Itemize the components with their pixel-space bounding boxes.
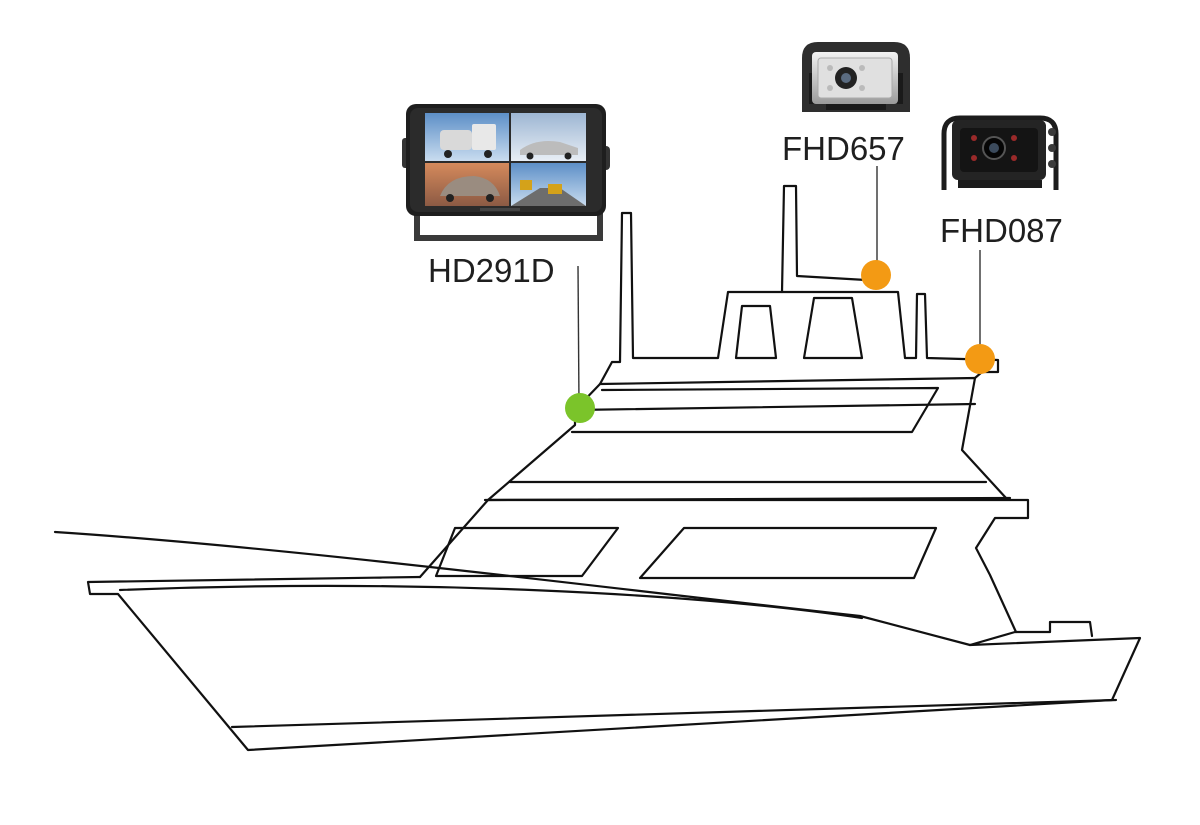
quad-view-monitor-icon bbox=[402, 104, 610, 241]
cam1-label: FHD657 bbox=[782, 130, 905, 167]
cam2-marker bbox=[965, 344, 995, 374]
cam2-label: FHD087 bbox=[940, 212, 1063, 249]
monitor-label: HD291D bbox=[428, 252, 555, 289]
cam1-marker bbox=[861, 260, 891, 290]
black-camera-icon bbox=[941, 115, 1059, 190]
yacht-outline bbox=[53, 184, 1142, 752]
monitor-leader-line bbox=[577, 265, 580, 406]
monitor-marker bbox=[565, 393, 595, 423]
silver-camera-icon bbox=[802, 42, 910, 112]
